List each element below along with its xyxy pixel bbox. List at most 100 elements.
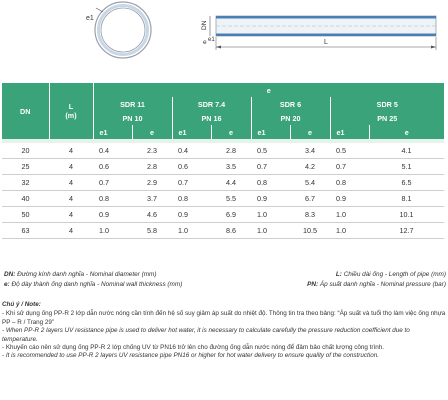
table-cell: 0.7 [330, 158, 369, 175]
table-cell: 6.7 [290, 190, 330, 207]
table-cell: 50 [2, 206, 49, 223]
pipe-cross-section: e1 [86, 1, 152, 59]
legend-row: DN: Đường kính danh nghĩa - Nominal diam… [4, 270, 446, 280]
table-cell: 3.4 [290, 143, 330, 159]
table-cell: 4.4 [211, 174, 251, 191]
legend-pn: PN: Áp suất danh nghĩa - Nominal pressur… [307, 280, 446, 290]
pipe-diagrams: e1 DN e e1 L [86, 1, 437, 59]
header-sub-e: e [290, 125, 331, 139]
table-cell: 0.9 [330, 190, 369, 207]
table-cell: 4.1 [369, 143, 444, 159]
spec-table: DN L (m) e SDR 11 SDR 7.4 SDR 6 SDR 5 PN… [2, 83, 444, 239]
legend-e-text: Độ dày thành ống danh nghĩa - Nominal wa… [11, 281, 183, 288]
table-cell: 6.5 [369, 174, 444, 191]
legend-e: e: Độ dày thành ống danh nghĩa - Nominal… [4, 280, 182, 290]
table-cell: 2.9 [132, 174, 172, 191]
table-cell: 0.9 [251, 190, 290, 207]
table-cell: 1.0 [172, 222, 211, 239]
table-cell: 6.9 [211, 206, 251, 223]
table-cell: 2.3 [132, 143, 172, 159]
header-sdr: SDR 5 [330, 97, 444, 111]
header-l-unit: (m) [65, 111, 77, 120]
table-cell: 4 [49, 158, 93, 175]
table-cell: 4 [49, 190, 93, 207]
table-cell: 10.1 [369, 206, 444, 223]
table-cell: 1.0 [251, 206, 290, 223]
legend-l-key: L: [335, 271, 342, 278]
table-cell: 63 [2, 222, 49, 239]
table-cell: 8.3 [290, 206, 330, 223]
table-cell: 1.0 [93, 222, 132, 239]
table-cell: 0.5 [251, 143, 290, 159]
table-cell: 0.6 [93, 158, 132, 175]
table-cell: 2.8 [211, 143, 251, 159]
table-cell: 5.8 [132, 222, 172, 239]
header-sub-e: e [369, 125, 444, 139]
table-cell: 3.5 [211, 158, 251, 175]
table-cell: 3.7 [132, 190, 172, 207]
header-sdr: SDR 6 [251, 97, 331, 111]
header-pn: PN 10 [93, 111, 173, 125]
header-l: L (m) [49, 83, 94, 139]
table-cell: 0.7 [251, 158, 290, 175]
legend: DN: Đường kính danh nghĩa - Nominal diam… [4, 270, 446, 290]
header-sub-e1: e1 [93, 125, 133, 139]
table-cell: 8.1 [369, 190, 444, 207]
dim-l-label: L [324, 39, 328, 46]
table-cell: 1.0 [251, 222, 290, 239]
dim-dn-label: DN [201, 20, 208, 30]
header-sub-e: e [211, 125, 252, 139]
header-dn: DN [2, 83, 50, 139]
header-sub-e1: e1 [251, 125, 291, 139]
table-cell: 0.6 [172, 158, 211, 175]
header-sub-e1: e1 [172, 125, 212, 139]
table-band [2, 139, 444, 143]
table-cell: 0.8 [330, 174, 369, 191]
header-sdr: SDR 7.4 [172, 97, 252, 111]
table-cell: 4.2 [290, 158, 330, 175]
legend-dn: DN: Đường kính danh nghĩa - Nominal diam… [4, 270, 156, 280]
table-cell: 0.9 [172, 206, 211, 223]
header-e: e [93, 83, 444, 97]
legend-row: e: Độ dày thành ống danh nghĩa - Nominal… [4, 280, 446, 290]
table-cell: 1.0 [330, 206, 369, 223]
note-vi-1: - Khi sử dụng ống PP-R 2 lớp dẫn nước nó… [2, 310, 446, 326]
table-cell: 2.8 [132, 158, 172, 175]
table-cell: 4 [49, 174, 93, 191]
table-cell: 10.5 [290, 222, 330, 239]
header-pn: PN 25 [330, 111, 444, 125]
table-cell: 0.7 [93, 174, 132, 191]
dim-e1-label: e1 [208, 37, 215, 43]
table-cell: 32 [2, 174, 49, 191]
dim-e-label: e [203, 39, 207, 46]
table-cell: 0.9 [93, 206, 132, 223]
table-cell: 4 [49, 206, 93, 223]
legend-e-key: e: [4, 281, 10, 288]
notes: Chú ý / Note: - Khi sử dụng ống PP-R 2 l… [2, 301, 446, 361]
note-vi-2: - Khuyến cáo nên sử dụng ống PP-R 2 lớp … [2, 344, 384, 352]
table-cell: 0.8 [251, 174, 290, 191]
table-cell: 5.5 [211, 190, 251, 207]
table-cell: 5.1 [369, 158, 444, 175]
table-cell: 20 [2, 143, 49, 159]
table-cell: 5.4 [290, 174, 330, 191]
table-cell: 0.4 [172, 143, 211, 159]
legend-dn-key: DN: [4, 271, 16, 278]
legend-l: L: Chiều dài ống - Length of pipe (mm) [336, 270, 446, 280]
legend-pn-text: Áp suất danh nghĩa - Nominal pressure (b… [319, 281, 446, 288]
note-en-2: - It is recommended to use PP-R 2 layers… [2, 352, 379, 360]
table-cell: 40 [2, 190, 49, 207]
table-cell: 8.6 [211, 222, 251, 239]
note-en-1: - When PP-R 2 layers UV resistance pipe … [2, 327, 410, 343]
table-cell: 12.7 [369, 222, 444, 239]
circle-e1-label: e1 [86, 15, 94, 22]
table-cell: 0.8 [93, 190, 132, 207]
table-cell: 25 [2, 158, 49, 175]
header-sub-e1: e1 [330, 125, 370, 139]
header-pn: PN 16 [172, 111, 252, 125]
table-cell: 4.6 [132, 206, 172, 223]
legend-l-text: Chiều dài ống - Length of pipe (mm) [343, 271, 446, 278]
header-sdr: SDR 11 [93, 97, 173, 111]
